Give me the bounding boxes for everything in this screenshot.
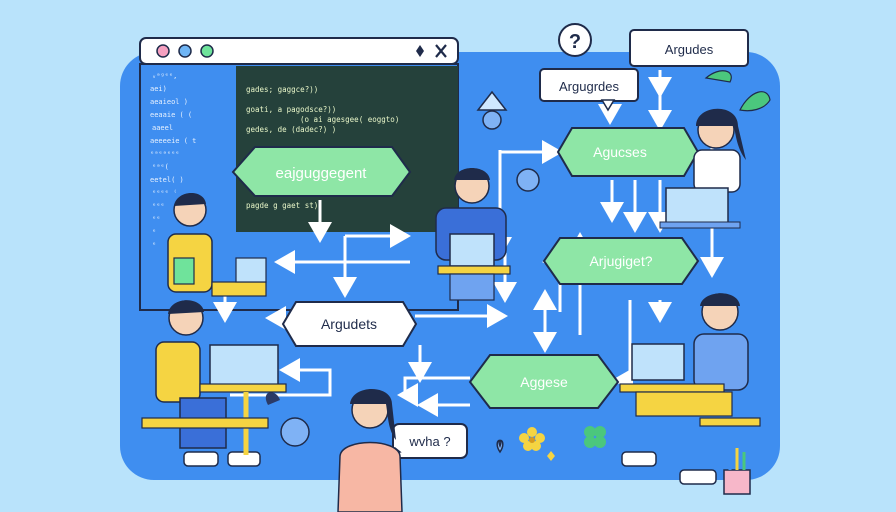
node-eajguggegent[interactable] [231, 146, 412, 197]
node-label: Arjugiget? [589, 253, 652, 269]
node-agucses[interactable] [556, 127, 700, 177]
node-aggese[interactable] [468, 354, 620, 409]
sidebar-code: ᵥᵃᵍᵉᵉ, aei) aeaieol ) eeaaie ( ( aaeel a… [150, 72, 196, 249]
heart-icon [496, 439, 504, 454]
window-pink-dot[interactable] [156, 44, 170, 58]
sidebar-code-line: ᵥᵃᵍᵉᵉ, [152, 72, 177, 80]
node-label: Agucses [593, 144, 647, 160]
editor-code-line: gedes, de (dadec?) ) [246, 125, 336, 134]
node-label: Aggese [520, 374, 568, 390]
sidebar-code-line: ᵉᵉ [152, 215, 160, 223]
callout-argudes: Argudes [629, 29, 749, 67]
node-label: eajguggegent [276, 165, 368, 182]
plant-icon [704, 70, 771, 112]
callout-argugrdes: Argugrdes [539, 68, 639, 112]
node-argudets[interactable] [281, 301, 418, 347]
callout-text: Argudes [665, 42, 714, 57]
window-green-dot[interactable] [200, 44, 214, 58]
person-blue-shirt-center [435, 168, 511, 301]
editor-code-line: gades; gaggce?)) [246, 85, 318, 94]
flow-arrows [213, 70, 724, 417]
person-white-shirt-top-right [659, 108, 746, 229]
sidebar-code-line: aaeel [152, 124, 173, 132]
editor-code: gades; gaggce?)) goati, a pagodsce?)) (o… [246, 85, 399, 210]
sidebar-code-line: eetel( ) [150, 176, 184, 184]
sidebar-code-line: ᵉᵃᵉ( [152, 163, 169, 171]
diamond-icon[interactable] [416, 45, 424, 57]
editor-code-line: pagde g gaet st)) [246, 201, 323, 210]
leaf-icon [265, 392, 280, 405]
window-blue-dot[interactable] [178, 44, 192, 58]
node-label: Argudets [321, 316, 377, 332]
sidebar-code-line: aei) [150, 85, 167, 93]
callout-text: Argugrdes [559, 79, 619, 94]
sidebar-code-line: ᵉ [152, 228, 156, 236]
editor-code-line: (o ai agesgee( eoggto) [300, 115, 399, 124]
person-yellow-shirt-top [167, 192, 267, 297]
sidebar-code-line: ᵉᵉᵉ [152, 202, 165, 210]
sidebar-code-line: aeeeeie ( t [150, 137, 196, 145]
node-arjugiget[interactable] [542, 237, 700, 285]
person-blue-shirt-right [619, 293, 761, 485]
arrow [612, 300, 633, 392]
person-pink-shirt-bottom [337, 389, 403, 512]
sidebar-code-line: ᵉᵃᵉᵃᵉᵉᵉ [150, 150, 180, 158]
pencil-cup-icon [723, 448, 751, 495]
callout-question: ? [558, 23, 592, 57]
callout-wvha: wvha ? [381, 423, 468, 459]
person-yellow-shirt-bottom [141, 300, 287, 467]
flower-icon [519, 427, 545, 451]
sidebar-code-line: ᵉᵉᵉᵉ ⁽ [152, 189, 177, 197]
close-icon[interactable] [435, 44, 447, 58]
callout-text: wvha ? [408, 434, 450, 449]
sidebar-code-line: ᵉ [152, 241, 156, 249]
sidebar-code-line: aeaieol ) [150, 98, 188, 106]
bush-icon [280, 417, 310, 447]
sparkle-icon [547, 451, 555, 461]
clover-icon [584, 426, 606, 448]
arrow [397, 376, 470, 407]
arrow [230, 358, 332, 397]
editor-code-line: goati, a pagodsce?)) [246, 105, 336, 114]
triangle-icon [476, 90, 508, 111]
sidebar-code-line: eeaaie ( ( [150, 111, 192, 119]
question-mark-icon: ? [569, 31, 581, 53]
tree-icon [516, 168, 540, 192]
cloud-icon [482, 110, 502, 130]
